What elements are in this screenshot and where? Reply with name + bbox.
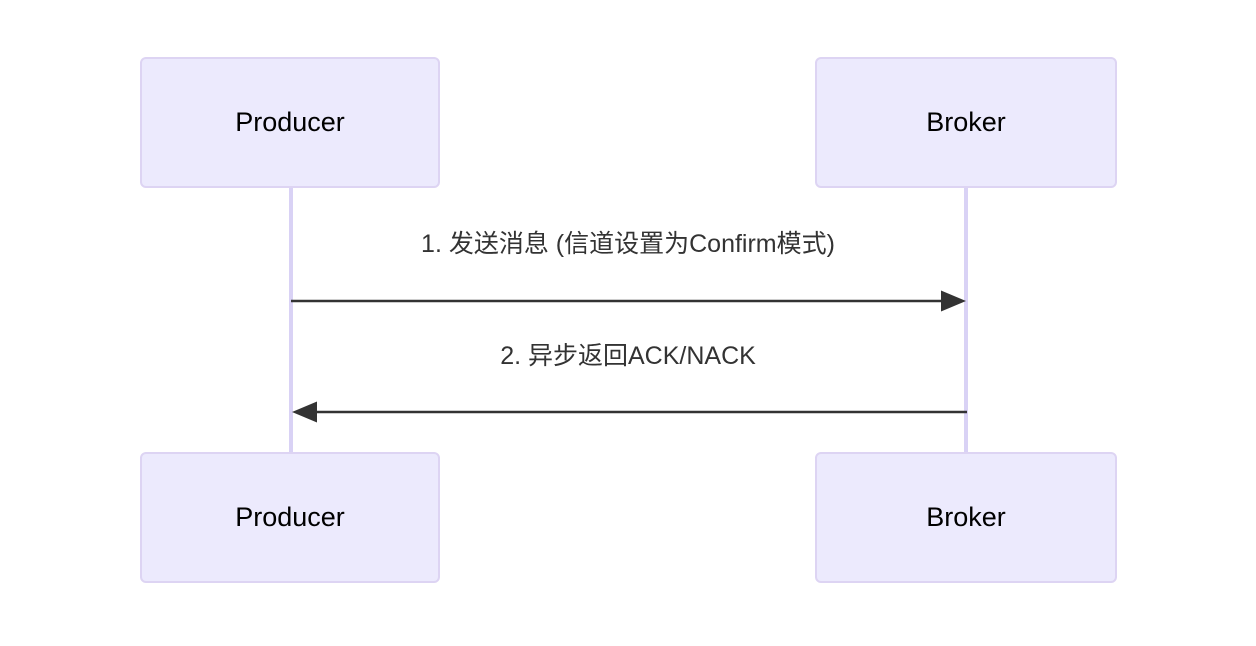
message-label-2: 2. 异步返回ACK/NACK (500, 342, 756, 370)
participant-box-broker-bottom[interactable]: Broker (815, 452, 1117, 583)
participant-label-broker-bottom: Broker (926, 502, 1006, 532)
message-arrow-2 (292, 401, 967, 423)
lifeline-producer (289, 188, 293, 452)
message-arrow-1 (291, 290, 966, 312)
participant-box-broker-top[interactable]: Broker (815, 57, 1117, 188)
participant-label-producer-bottom: Producer (235, 502, 345, 532)
participant-box-producer-top[interactable]: Producer (140, 57, 440, 188)
message-arrow-2-head (292, 401, 317, 423)
lifeline-broker (964, 188, 968, 452)
message-label-1: 1. 发送消息 (信道设置为Confirm模式) (421, 230, 835, 258)
participant-label-producer-top: Producer (235, 107, 345, 137)
participant-box-producer-bottom[interactable]: Producer (140, 452, 440, 583)
participant-label-broker-top: Broker (926, 107, 1006, 137)
message-arrow-1-head (941, 290, 966, 312)
